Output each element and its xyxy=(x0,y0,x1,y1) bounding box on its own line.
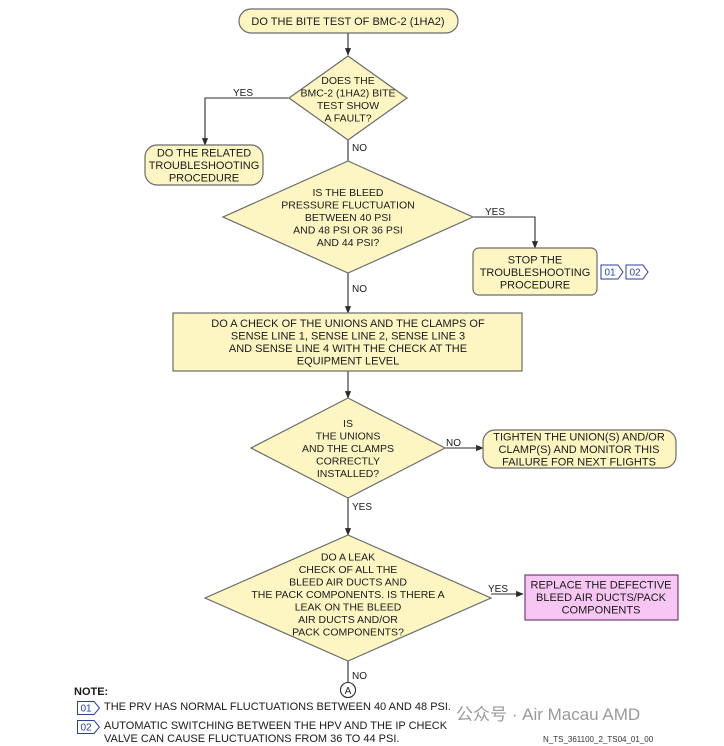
replace-text-line-1: REPLACE THE DEFECTIVE xyxy=(531,579,672,591)
q_unions-diamond xyxy=(249,397,447,499)
q_unions-text-line-5: INSTALLED? xyxy=(317,468,379,480)
q_fault-diamond xyxy=(287,55,409,141)
stop-box xyxy=(472,247,598,296)
start-text-line-1: DO THE BITE TEST OF BMC-2 (1HA2) xyxy=(251,16,444,28)
tighten-text-line-1: TIGHTEN THE UNION(S) AND/OR xyxy=(493,431,665,443)
check-text-line-4: EQUIPMENT LEVEL xyxy=(297,356,400,368)
tighten-box xyxy=(482,429,677,469)
q_unions-text-line-3: AND THE CLAMPS xyxy=(302,443,394,455)
q_fault-text-line-1: DOES THE xyxy=(321,75,374,87)
watermark: 公众号 · Air Macau AMD xyxy=(456,705,641,724)
stop-ref-01: 01 xyxy=(604,268,616,279)
check-text-line-1: DO A CHECK OF THE UNIONS AND THE CLAMPS … xyxy=(211,318,485,330)
related-box xyxy=(144,144,264,186)
related-text-line-1: DO THE RELATED xyxy=(157,147,251,159)
q_leak-text-line-3: BLEED AIR DUCTS AND xyxy=(289,576,407,588)
edge-q-fault-yes xyxy=(201,97,289,146)
document-id: N_TS_361100_2_TS04_01_00 xyxy=(543,735,654,744)
q_leak-diamond xyxy=(203,534,493,662)
note-text-02-line2: VALVE CAN CAUSE FLUCTUATIONS FROM 36 TO … xyxy=(104,733,400,745)
q_bleed-diamond xyxy=(221,160,475,274)
replace-text-line-2: BLEED AIR DUCTS/PACK xyxy=(536,592,667,604)
label-q-bleed-yes: YES xyxy=(485,207,505,218)
q_leak-text-line-2: CHECK OF ALL THE xyxy=(299,564,398,576)
note-ref-tag-02: 02 xyxy=(77,720,101,734)
label-q-unions-yes: YES xyxy=(352,502,372,513)
edge-q-bleed-yes xyxy=(473,216,539,249)
q_bleed-text-line-2: PRESSURE FLUCTUATION xyxy=(281,199,414,211)
replace-box xyxy=(524,574,679,621)
label-q-bleed-no: NO xyxy=(352,284,367,295)
q_unions-text-line-2: THE UNIONS xyxy=(316,430,381,442)
stop-text-line-1: STOP THE xyxy=(508,254,562,266)
stop-ref-02: 02 xyxy=(629,268,641,279)
q_leak-text-line-7: PACK COMPONENTS? xyxy=(292,626,404,638)
tighten-text-line-3: FAILURE FOR NEXT FLIGHTS xyxy=(502,456,656,468)
q_fault-text-line-4: A FAULT? xyxy=(324,113,371,125)
note-ref-01: 01 xyxy=(80,704,92,715)
q_unions-text-line-4: CORRECTLY xyxy=(316,455,380,467)
stop-ref-tag-02: 02 xyxy=(625,264,649,280)
related-text-line-2: TROUBLESHOOTING xyxy=(149,160,260,172)
stop-text-line-2: TROUBLESHOOTING xyxy=(480,267,591,279)
note-text-01: THE PRV HAS NORMAL FLUCTUATIONS BETWEEN … xyxy=(104,701,451,713)
q_leak-text-line-5: LEAK ON THE BLEED xyxy=(295,601,402,613)
label-q-unions-no: NO xyxy=(446,438,461,449)
q_unions-text-line-1: IS xyxy=(343,418,353,430)
note-title: NOTE: xyxy=(74,686,109,698)
label-q-fault-no: NO xyxy=(352,143,367,154)
label-q-fault-yes: YES xyxy=(233,88,253,99)
check-text-line-2: SENSE LINE 1, SENSE LINE 2, SENSE LINE 3 xyxy=(231,331,465,343)
note-ref-tag-01: 01 xyxy=(77,701,101,715)
check-text-line-3: AND SENSE LINE 4 WITH THE CHECK AT THE xyxy=(229,343,467,355)
label-q-leak-yes: YES xyxy=(488,584,508,595)
q_bleed-text-line-1: IS THE BLEED xyxy=(313,187,384,199)
q_leak-text-line-4: THE PACK COMPONENTS. IS THERE A xyxy=(251,589,444,601)
q_leak-text-line-1: DO A LEAK xyxy=(321,551,375,563)
connector-a-label: A xyxy=(345,686,352,697)
tighten-text-line-2: CLAMP(S) AND MONITOR THIS xyxy=(499,444,660,456)
q_fault-text-line-3: TEST SHOW xyxy=(317,100,379,112)
check-box xyxy=(172,312,523,372)
related-text-line-3: PROCEDURE xyxy=(169,172,239,184)
label-q-leak-no: NO xyxy=(352,671,367,682)
replace-text-line-3: COMPONENTS xyxy=(562,604,641,616)
q_leak-text-line-6: AIR DUCTS AND/OR xyxy=(298,614,398,626)
note-ref-02: 02 xyxy=(80,723,92,734)
start-box xyxy=(238,8,459,34)
q_bleed-text-line-3: BETWEEN 40 PSI xyxy=(305,212,391,224)
note-text-02-line1: AUTOMATIC SWITCHING BETWEEN THE HPV AND … xyxy=(104,720,448,732)
connector-a-circle xyxy=(339,681,357,699)
q_bleed-text-line-5: AND 44 PSI? xyxy=(317,237,380,249)
stop-text-line-3: PROCEDURE xyxy=(500,279,570,291)
q_bleed-text-line-4: AND 48 PSI OR 36 PSI xyxy=(293,224,403,236)
q_fault-text-line-2: BMC-2 (1HA2) BITE xyxy=(300,88,395,100)
stop-ref-tag-01: 01 xyxy=(600,264,624,280)
